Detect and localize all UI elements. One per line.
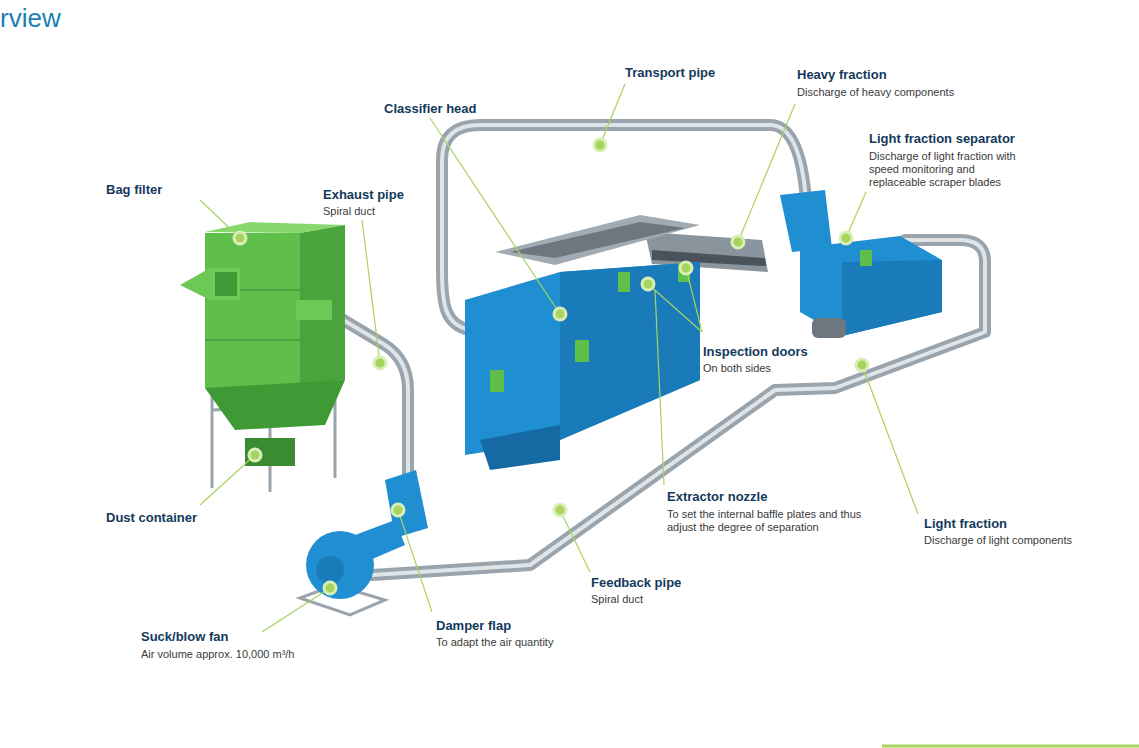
leader-line [200,455,255,505]
filter-front [205,233,300,388]
feedback-pipe [372,240,985,575]
classifier-hopper [480,425,560,470]
footer-rule [882,745,1139,748]
callout-dot [594,139,606,151]
leader-line [600,84,625,145]
callout-dot [554,504,566,516]
inspection-door [618,272,630,292]
leader-line [738,104,795,242]
inspection-door [860,250,872,266]
leader-line [846,192,866,238]
part-note: Spiral duct [591,593,741,606]
part-name: Dust container [106,510,256,525]
part-note: Air volume approx. 10,000 m³/h [141,648,361,661]
part-name: Suck/blow fan [141,629,341,644]
part-name: Feedback pipe [591,575,741,590]
pipe-highlight [372,240,985,575]
callout-dot [680,262,692,274]
part-name: Damper flap [436,618,596,633]
pipe-outer [330,125,985,575]
callout-dot [324,582,336,594]
leader-line [560,510,590,572]
dust-bin [245,438,295,466]
seam [205,339,300,341]
louvre [215,272,237,296]
part-name: Bag filter [106,182,226,197]
callout-dot [732,236,744,248]
leader-line [862,365,918,514]
inspection-door [490,370,504,392]
part-name: Heavy fraction [797,67,997,82]
bag-filter [180,222,345,492]
separator-inlet [780,190,832,252]
part-note: Spiral duct [323,205,443,218]
callout-dot [234,232,246,244]
leader-line [398,510,432,612]
outlet-stub [296,300,332,320]
leader-line [200,200,240,238]
belt [652,250,766,266]
callout-dot [856,359,868,371]
leader-line [262,588,330,632]
callout-dot [840,232,852,244]
part-note: Discharge of heavy components [797,86,997,99]
callout-dot [554,308,566,320]
part-name: Light fraction [924,516,1124,531]
part-name: Classifier head [384,101,534,116]
classifier-head-hopper [495,215,700,265]
part-note: To set the internal baffle plates and th… [667,508,872,534]
part-note: Discharge of light components [924,534,1124,547]
leg [211,390,214,488]
inlet-louvre [180,268,240,300]
fan-inlet [316,556,344,584]
pipes [330,125,985,575]
pipe-inner [330,125,985,575]
callout-dot [374,357,386,369]
separator-side [842,260,942,336]
page-title: rview [0,2,61,34]
leader-line [655,290,664,485]
part-note: To adapt the air quantity [436,636,636,649]
leader-line [430,118,560,314]
motor [812,318,846,338]
hopper-opening [510,222,685,258]
part-note: Discharge of light fraction with speed m… [869,150,1024,189]
hopper [205,380,345,430]
callout-dot [249,449,261,461]
part-note: On both sides [703,362,853,375]
damper-flap [385,470,428,538]
leader-lines [200,84,918,632]
classifier [465,215,768,470]
part-name: Transport pipe [625,65,785,80]
leader-line [686,268,702,332]
leader-line [362,220,380,363]
part-name: Light fraction separator [869,131,1069,146]
separator [780,190,942,338]
part-name: Inspection doors [703,344,853,359]
part-name: Exhaust pipe [323,187,443,202]
classifier-body [465,262,700,455]
callout-dot [642,278,654,290]
callout-dot [392,504,404,516]
part-name: Extractor nozzle [667,489,872,504]
inspection-door [575,340,589,362]
classifier-side [560,262,700,440]
